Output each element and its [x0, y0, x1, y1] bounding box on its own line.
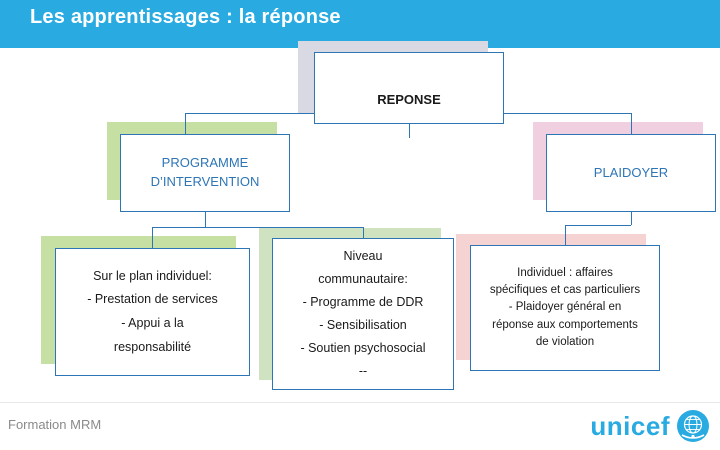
connector-reponse-trunk: [409, 124, 410, 138]
unicef-wordmark: unicef: [590, 411, 670, 441]
node-plaidoyer-detail[interactable]: Individuel : affaires spécifiques et cas…: [470, 245, 660, 371]
connector-plaidoyer-trunk: [631, 212, 632, 225]
connector-programme-trunk: [205, 212, 206, 227]
node-programme-line-2: D’INTERVENTION: [150, 174, 260, 189]
node-reponse[interactable]: REPONSE: [314, 52, 504, 124]
node-programme[interactable]: PROGRAMME D’INTERVENTION: [120, 134, 290, 212]
node-individuel[interactable]: Sur le plan individuel: - Prestation de …: [55, 248, 250, 376]
node-individuel-line-4: responsabilité: [113, 339, 192, 354]
node-plaidoyer[interactable]: PLAIDOYER: [546, 134, 716, 212]
header-bar: [0, 0, 720, 48]
node-reponse-label: REPONSE: [377, 91, 441, 107]
connector-level3-left-spine: [152, 227, 363, 228]
node-individuel-line-1: Sur le plan individuel:: [93, 268, 212, 283]
node-plaidoyer-detail-line-5: de violation: [535, 335, 595, 348]
node-communautaire[interactable]: Niveau communautaire: - Programme de DDR…: [272, 238, 454, 390]
footer-label: Formation MRM: [8, 417, 102, 432]
connector-level3-right-spine: [565, 225, 631, 226]
node-communautaire-line-3: - Programme de DDR: [302, 294, 424, 309]
unicef-globe-icon: [676, 409, 710, 443]
node-plaidoyer-detail-line-3: - Plaidoyer général en: [508, 301, 622, 314]
node-communautaire-line-5: - Soutien psychosocial: [300, 341, 426, 356]
node-communautaire-line-4: - Sensibilisation: [319, 318, 407, 332]
page-title: Les apprentissages : la réponse: [30, 6, 341, 28]
connector-to-plaidoyer-detail: [565, 225, 566, 245]
node-plaidoyer-detail-line-1: Individuel : affaires: [517, 266, 613, 279]
node-programme-line-1: PROGRAMME: [161, 155, 249, 171]
connector-to-communautaire: [363, 227, 364, 238]
node-communautaire-line-1: Niveau: [343, 248, 383, 263]
node-individuel-line-3: - Appui a la: [121, 316, 184, 330]
node-individuel-line-2: - Prestation de services: [87, 292, 218, 307]
node-communautaire-line-2: communautaire:: [318, 271, 408, 286]
node-plaidoyer-detail-line-2: spécifiques et cas particuliers: [489, 284, 641, 297]
node-plaidoyer-line-1: PLAIDOYER: [593, 164, 669, 180]
connector-to-individuel: [152, 227, 153, 248]
node-communautaire-line-6: --: [358, 364, 368, 379]
footer-bar: [0, 402, 720, 450]
connector-to-plaidoyer: [631, 113, 632, 134]
connector-to-programme: [185, 113, 186, 134]
unicef-logo: unicef: [590, 409, 710, 443]
node-plaidoyer-detail-line-4: réponse aux comportements: [492, 318, 638, 331]
